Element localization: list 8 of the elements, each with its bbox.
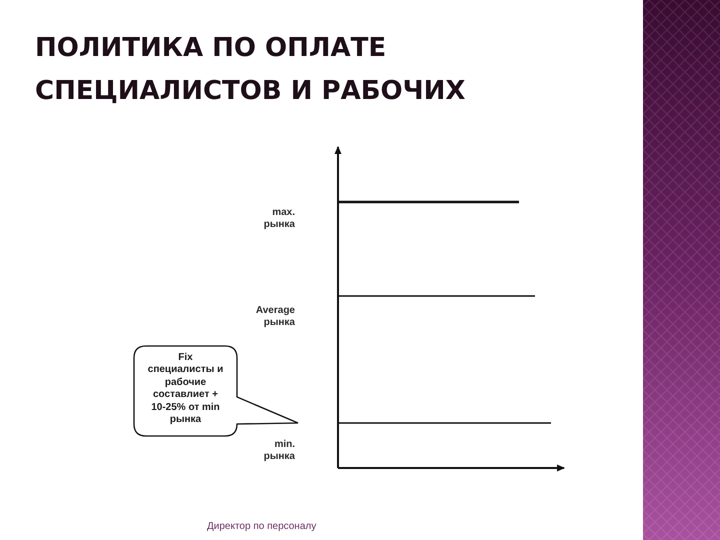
level-label: Average рынка	[254, 305, 295, 329]
callout-heading: Fix	[177, 352, 194, 364]
slide-title: ПОЛИТИКА ПО ОПЛАТЕ СПЕЦИАЛИСТОВ И РАБОЧИХ	[35, 32, 466, 108]
speech-bubble	[133, 345, 300, 437]
level-label: max. рынка	[262, 207, 295, 231]
footer-text: Директор по персоналу	[207, 521, 316, 533]
level-label: min. рынка	[262, 439, 295, 463]
callout-text: специалисты и рабочие составлиет + 10-25% от min рынка	[146, 364, 224, 426]
